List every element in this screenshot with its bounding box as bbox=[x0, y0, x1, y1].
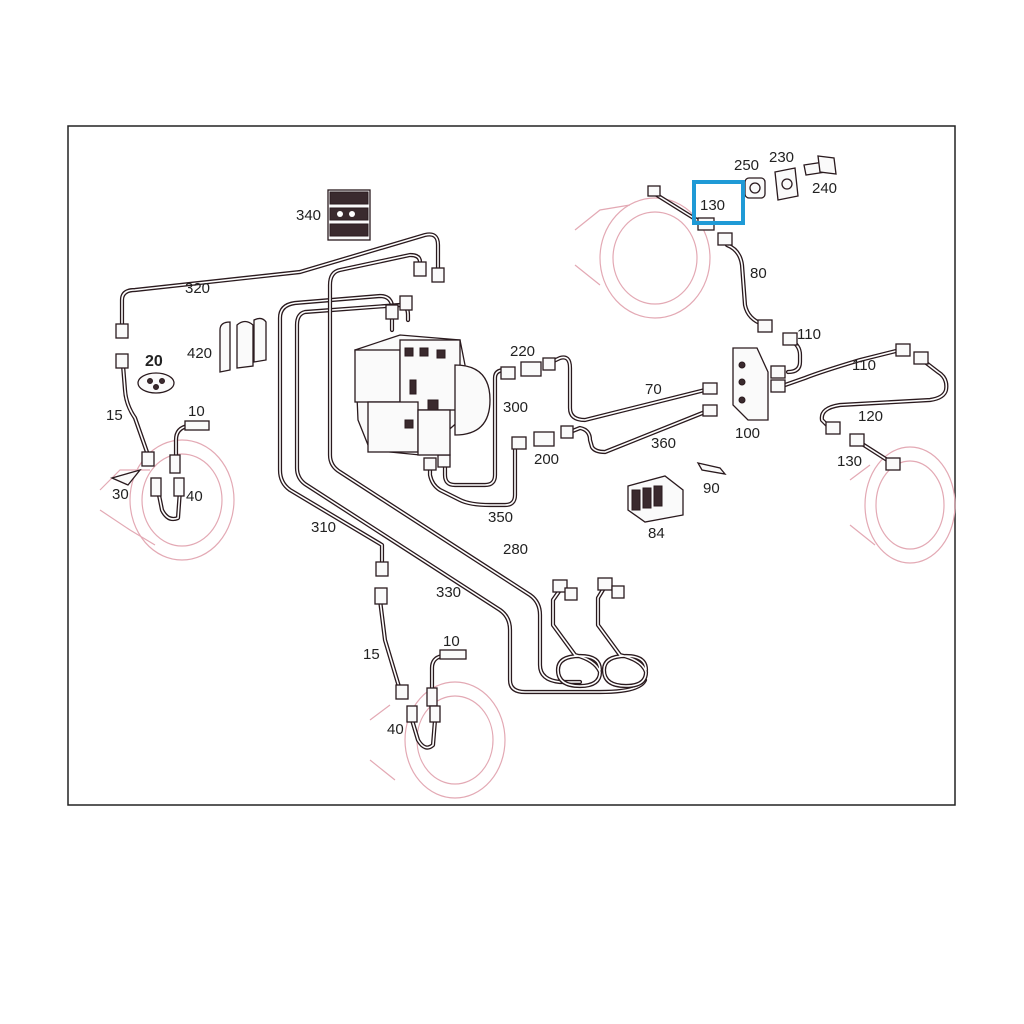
clip-84 bbox=[627, 475, 684, 523]
callout-110-right: 110 bbox=[852, 357, 876, 374]
fitting-110-right-a bbox=[895, 343, 911, 357]
fitting-70-start bbox=[542, 357, 556, 371]
fitting-350-end bbox=[511, 436, 527, 450]
callout-40-rear: 40 bbox=[387, 721, 404, 738]
callout-350: 350 bbox=[488, 509, 513, 526]
clip-90 bbox=[696, 462, 727, 475]
fitting-15-rear-bottom bbox=[395, 684, 409, 700]
fitting-10-rear-bottom bbox=[426, 687, 438, 707]
abs-hydraulic-unit bbox=[354, 334, 491, 456]
fitting-350-abs bbox=[423, 457, 437, 471]
fitting-coil-left bbox=[552, 579, 568, 593]
fitting-10-bottom bbox=[169, 454, 181, 474]
bracket-230 bbox=[774, 167, 799, 201]
callout-20: 20 bbox=[145, 353, 163, 370]
fitting-80-top bbox=[717, 232, 733, 246]
fitting-coil-right bbox=[597, 577, 613, 591]
wheel-rear-right bbox=[849, 446, 956, 564]
fitting-320-abs bbox=[431, 267, 445, 283]
callout-84: 84 bbox=[648, 525, 665, 542]
callout-15-front: 15 bbox=[106, 407, 123, 424]
callout-90: 90 bbox=[703, 480, 720, 497]
callout-40-front: 40 bbox=[186, 488, 203, 505]
fittings bbox=[115, 185, 929, 723]
connector-220 bbox=[520, 361, 542, 377]
callout-100: 100 bbox=[735, 425, 760, 442]
wheel-outlines bbox=[99, 197, 956, 799]
callout-220: 220 bbox=[510, 343, 535, 360]
callout-240: 240 bbox=[812, 180, 837, 197]
callout-15-rear: 15 bbox=[363, 646, 380, 663]
callout-310: 310 bbox=[311, 519, 336, 536]
callout-70: 70 bbox=[645, 381, 662, 398]
callout-130-top: 130 bbox=[700, 197, 725, 214]
brake-pipes bbox=[119, 189, 949, 750]
nut-250 bbox=[744, 177, 766, 199]
callout-420: 420 bbox=[187, 345, 212, 362]
bolt-240 bbox=[803, 155, 837, 176]
callout-250: 250 bbox=[734, 157, 759, 174]
bracket-100 bbox=[732, 347, 769, 421]
callout-10-front: 10 bbox=[188, 403, 205, 420]
fitting-40-rear-right bbox=[429, 705, 441, 723]
connector-200 bbox=[533, 431, 555, 447]
fitting-40-rear-left bbox=[406, 705, 418, 723]
fitting-320-end bbox=[115, 323, 129, 339]
fitting-15-rear-top bbox=[374, 587, 388, 605]
fitting-15-bottom bbox=[141, 451, 155, 467]
fitting-110-right-b bbox=[913, 351, 929, 365]
fitting-110-bracket-bottom bbox=[770, 379, 786, 393]
wheel-front-left bbox=[99, 439, 235, 561]
fitting-10-top bbox=[184, 420, 210, 431]
callout-30: 30 bbox=[112, 486, 129, 503]
callout-110-upper: 110 bbox=[797, 326, 821, 343]
fitting-70-end bbox=[702, 382, 718, 395]
fitting-110-bracket-top bbox=[770, 365, 786, 379]
callout-340: 340 bbox=[296, 207, 321, 224]
fitting-10-rear-top bbox=[439, 649, 467, 660]
fitting-15-top bbox=[115, 353, 129, 369]
callout-300: 300 bbox=[503, 399, 528, 416]
callout-130-lower: 130 bbox=[837, 453, 862, 470]
callout-10-rear: 10 bbox=[443, 633, 460, 650]
fitting-40-right bbox=[173, 477, 185, 497]
callout-230: 230 bbox=[769, 149, 794, 166]
fitting-120-end bbox=[825, 421, 841, 435]
fitting-110-upper bbox=[782, 332, 798, 346]
fitting-coil-right-end bbox=[611, 585, 625, 599]
diagram-frame bbox=[67, 125, 956, 806]
fitting-280-abs bbox=[413, 261, 427, 277]
rubber-mount-340 bbox=[327, 189, 371, 241]
clip-30 bbox=[110, 468, 142, 486]
fitting-360-start bbox=[560, 425, 574, 439]
callout-120: 120 bbox=[858, 408, 883, 425]
mounting-plate-20 bbox=[137, 372, 175, 394]
fitting-330-abs bbox=[399, 295, 413, 311]
fitting-40-left bbox=[150, 477, 162, 497]
fitting-80-bottom bbox=[757, 319, 773, 333]
callout-labels: 340 320 420 20 15 10 30 40 220 300 200 3… bbox=[106, 149, 883, 738]
wheel-front-right bbox=[574, 197, 711, 319]
fitting-310-abs bbox=[385, 304, 399, 320]
callout-330: 330 bbox=[436, 584, 461, 601]
wheel-rear-left bbox=[369, 681, 506, 799]
callout-360: 360 bbox=[651, 435, 676, 452]
fitting-310-end bbox=[375, 561, 389, 577]
fitting-130-lower-start bbox=[849, 433, 865, 447]
highlight-box-130 bbox=[692, 180, 745, 225]
callout-320: 320 bbox=[185, 280, 210, 297]
callout-80: 80 bbox=[750, 265, 767, 282]
fitting-coil-left-end bbox=[564, 587, 578, 601]
callout-200: 200 bbox=[534, 451, 559, 468]
fitting-130-lower-end bbox=[885, 457, 901, 471]
fitting-300-abs bbox=[437, 454, 451, 468]
callout-280: 280 bbox=[503, 541, 528, 558]
fitting-300-end bbox=[500, 366, 516, 380]
bracket-420 bbox=[219, 317, 267, 373]
fitting-360-end bbox=[702, 404, 718, 417]
fitting-130-top-end bbox=[647, 185, 661, 197]
